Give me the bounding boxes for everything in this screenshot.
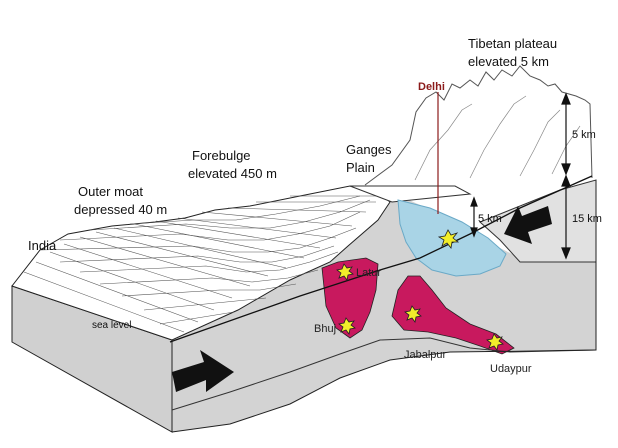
label-dim-5km-plateau: 5 km [572, 129, 596, 141]
mesh-lines [23, 195, 382, 333]
red-zone-jabalpur-udaypur [391, 275, 515, 355]
dimension-arrows [470, 92, 571, 260]
label-latur: Latur [356, 267, 381, 279]
tibetan-plateau-outline [364, 65, 593, 186]
label-delhi: Delhi [418, 81, 445, 93]
label-forebulge-1: Forebulge [192, 148, 251, 163]
quake-star-icon [486, 333, 504, 351]
label-bhuj: Bhuj [314, 323, 336, 335]
label-jabalpur: Jabalpur [404, 349, 447, 361]
plateau-ridge-lines [414, 95, 581, 181]
quake-stars [336, 229, 504, 351]
lower-slab-edge [171, 337, 597, 411]
label-forebulge-2: elevated 450 m [188, 166, 277, 181]
label-udaypur: Udaypur [490, 363, 532, 375]
label-tibetan-plateau-1: Tibetan plateau [468, 36, 557, 51]
block-outline [171, 180, 597, 433]
quake-star-icon [404, 305, 422, 323]
label-outer-moat-2: depressed 40 m [74, 202, 167, 217]
quake-star-icon [437, 229, 460, 249]
label-dim-15km: 15 km [572, 213, 602, 225]
quake-star-icon [338, 317, 356, 335]
fault-line [169, 175, 593, 343]
india-push-arrow [172, 350, 234, 392]
label-outer-moat-1: Outer moat [78, 184, 143, 199]
tibet-push-arrow [504, 206, 552, 244]
ganges-plain-top [349, 185, 472, 203]
label-ganges-1: Ganges [346, 142, 392, 157]
label-sea-level: sea level [92, 320, 131, 331]
quake-star-icon [336, 263, 354, 281]
label-ganges-2: Plain [346, 160, 375, 175]
label-tibetan-plateau-2: elevated 5 km [468, 54, 549, 69]
red-zone-latur-bhuj [321, 257, 379, 339]
label-dim-5km-slab: 5 km [478, 213, 502, 225]
label-india: India [28, 238, 57, 253]
